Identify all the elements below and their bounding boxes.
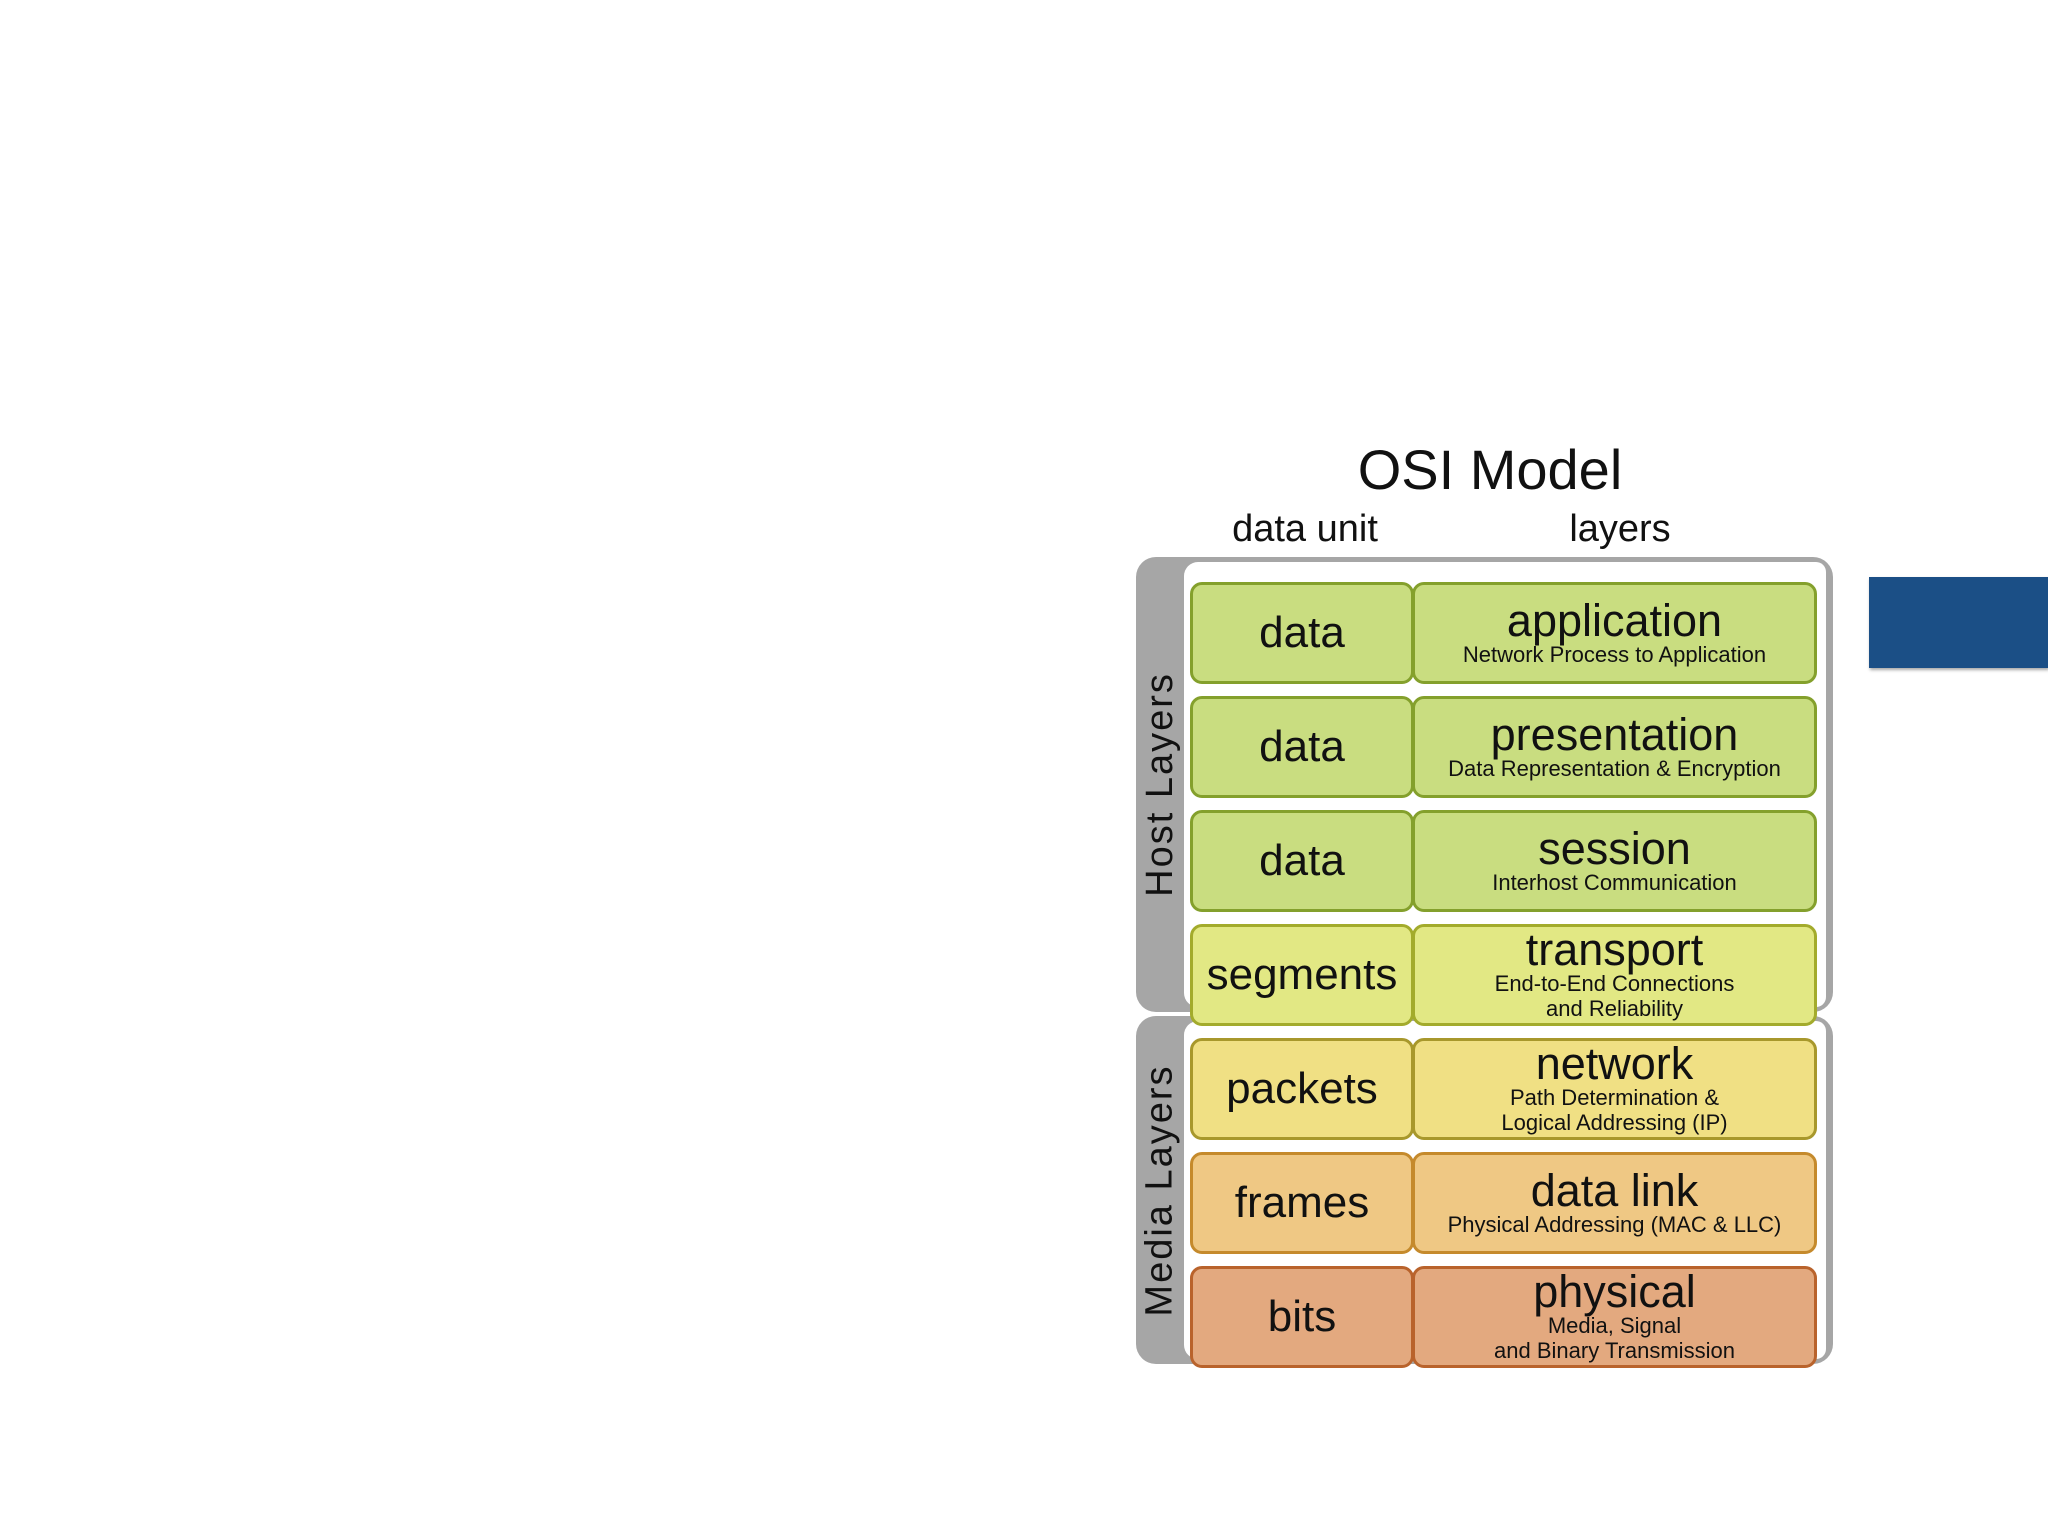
data-unit-header: data unit <box>1232 508 1378 550</box>
layer-cell-transport: transport End-to-End Connections and Rel… <box>1412 924 1817 1026</box>
layer-name: session <box>1538 822 1691 874</box>
media-layers-label: Media Layers <box>1138 1063 1181 1317</box>
layer-name: application <box>1506 594 1723 646</box>
layer-name: presentation <box>1490 708 1739 760</box>
layer-cell-application: application Network Process to Applicati… <box>1412 582 1817 684</box>
data-unit-cell: data <box>1190 582 1414 684</box>
layer-cell-data-link: data link Physical Addressing (MAC & LLC… <box>1412 1152 1817 1254</box>
media-layers-label-wrap: Media Layers <box>1136 1016 1184 1364</box>
layer-cell-presentation: presentation Data Representation & Encry… <box>1412 696 1817 798</box>
layer-name: transport <box>1525 924 1704 975</box>
layer-description: Network Process to Application <box>1462 641 1767 667</box>
layer-name: data link <box>1530 1164 1699 1216</box>
data-unit-cell: frames <box>1190 1152 1414 1254</box>
data-unit-cell: data <box>1190 810 1414 912</box>
host-layers-label-wrap: Host Layers <box>1136 557 1184 1012</box>
diagram-title: OSI Model <box>1357 438 1623 501</box>
layer-name: network <box>1535 1038 1694 1089</box>
layers-header: layers <box>1569 508 1671 550</box>
layer-description: Data Representation & Encryption <box>1448 755 1781 781</box>
layer-cell-network: network Path Determination & Logical Add… <box>1412 1038 1817 1140</box>
layer-description: Path Determination & Logical Addressing … <box>1501 1085 1728 1135</box>
layer-name: physical <box>1533 1266 1696 1317</box>
layer-description: Media, Signal and Binary Transmission <box>1494 1313 1735 1363</box>
layer-description: Interhost Communication <box>1492 869 1737 895</box>
data-unit-cell: bits <box>1190 1266 1414 1368</box>
data-unit-cell: data <box>1190 696 1414 798</box>
data-unit-cell: packets <box>1190 1038 1414 1140</box>
layer-cell-physical: physical Media, Signal and Binary Transm… <box>1412 1266 1817 1368</box>
data-unit-cell: segments <box>1190 924 1414 1026</box>
layer-description: Physical Addressing (MAC & LLC) <box>1447 1211 1782 1237</box>
host-layers-label: Host Layers <box>1138 672 1181 897</box>
layer-description: End-to-End Connections and Reliability <box>1494 971 1735 1021</box>
layer-cell-session: session Interhost Communication <box>1412 810 1817 912</box>
side-blue-shape <box>1869 577 2048 668</box>
